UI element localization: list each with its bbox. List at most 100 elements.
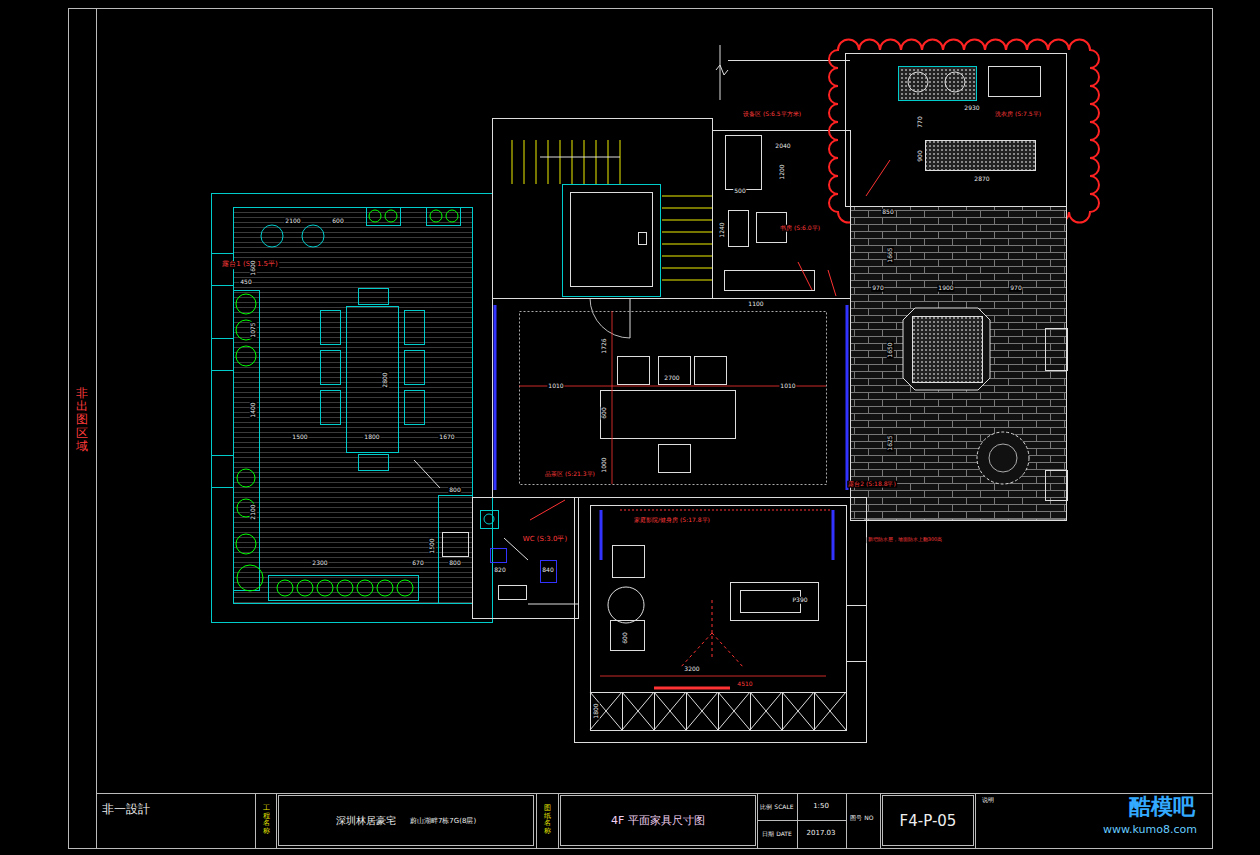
dimension: 2300 (311, 560, 328, 567)
plan-line (269, 576, 419, 601)
plan-line (1046, 329, 1068, 371)
plan-line (695, 357, 727, 385)
plan-line (493, 119, 713, 299)
plan-line (414, 460, 440, 488)
plan-line (212, 194, 493, 623)
plan-line (584, 140, 585, 184)
dimension: 1900 (937, 285, 954, 292)
plan-line (427, 208, 461, 226)
plan-line (851, 207, 1067, 521)
dimension: 1800 (593, 702, 600, 719)
plan-line (659, 357, 691, 385)
plan-line (731, 583, 819, 621)
plan-line (729, 211, 749, 247)
plan-line (530, 500, 565, 520)
plan-line (359, 289, 389, 305)
plan-line (321, 391, 341, 425)
sheet-text: 1:50 (812, 803, 830, 811)
title-block-cell: F4-P-05 (882, 795, 974, 846)
vertical-note: 工程名称 (263, 805, 270, 836)
plan-line (662, 220, 712, 221)
stairs (512, 140, 712, 280)
plan-line (630, 298, 631, 338)
plan-line (405, 351, 425, 385)
plan-line (491, 549, 507, 563)
plan-line (757, 820, 846, 821)
terrace-furniture (261, 225, 440, 488)
plan-line (662, 196, 712, 197)
dimension: 1075 (250, 321, 257, 338)
plan-line (814, 692, 815, 730)
dimension: 1665 (887, 246, 894, 263)
sheet-text: 图号 NO (849, 815, 874, 822)
dimension: 1240 (719, 221, 726, 238)
sheet-text: www.kumo8.com (1102, 824, 1198, 836)
plan-line (713, 131, 851, 299)
plan-line (234, 291, 260, 591)
plan-line (321, 311, 341, 345)
room-label: 露台2 (S:18.8平) (847, 481, 897, 488)
plan-line (397, 580, 413, 596)
plan-line (654, 687, 730, 690)
title-text: F4-P-05 (900, 812, 957, 830)
title-text: 蔚山湖畔7栋7G(8层) (410, 816, 476, 826)
dimension: 1400 (250, 401, 257, 418)
plan-line (337, 580, 353, 596)
plan-line (405, 311, 425, 345)
dimension: 800 (448, 487, 461, 494)
plan-line (600, 510, 603, 560)
dimension: 1726 (601, 337, 608, 354)
dimension: 1010 (547, 383, 564, 390)
tea-room (493, 299, 851, 521)
dimension: 800 (448, 560, 461, 567)
core (493, 119, 713, 339)
plan-line (662, 244, 712, 245)
dimension: 2100 (250, 503, 257, 520)
plan-line (377, 580, 393, 596)
dimension: 1800 (363, 434, 380, 441)
sheet-frame (69, 8, 1213, 849)
plan-line (540, 157, 620, 158)
theater (575, 498, 867, 743)
plan-line (276, 793, 277, 848)
sheet-text: 酷模吧 (1128, 795, 1196, 819)
plan-line (620, 510, 830, 511)
room-label: 家庭影院/健身房 (S:17.8平) (633, 517, 711, 524)
plan-line (524, 140, 525, 184)
dimension: P390 (791, 597, 808, 604)
room-label: 品茶区 (S:21.3平) (544, 471, 596, 478)
plan-line (908, 72, 928, 92)
plan-line (484, 514, 494, 524)
plan-line (989, 67, 1041, 97)
plan-line (572, 140, 573, 184)
dimension: 600 (331, 218, 344, 225)
plan-line (69, 9, 1213, 849)
plan-line (541, 561, 557, 583)
plan-line (798, 262, 812, 290)
plan-line (712, 633, 744, 668)
dimension: 900 (917, 149, 924, 162)
plan-line (430, 210, 442, 222)
study (713, 131, 851, 299)
dimension: 600 (601, 406, 608, 419)
plan-line (548, 140, 549, 184)
plan-line (512, 140, 513, 184)
plan-line (499, 586, 527, 600)
plan-line (728, 60, 850, 61)
plan-line (297, 580, 313, 596)
dimension: 1670 (438, 434, 455, 441)
plan-line (212, 339, 234, 371)
plan-line (302, 225, 324, 247)
plan-line (236, 320, 256, 340)
laundry (716, 45, 1067, 207)
title-text: 深圳林居豪宅 (336, 814, 396, 828)
plan-line (989, 444, 1017, 472)
dimension: 1000 (601, 456, 608, 473)
plan-line (563, 185, 661, 297)
plan-line (846, 305, 849, 490)
room-label: 洗衣房 (S:7.5平) (994, 111, 1042, 118)
dimension: 3200 (683, 666, 700, 673)
plan-line (654, 692, 655, 730)
plan-line (686, 692, 687, 730)
